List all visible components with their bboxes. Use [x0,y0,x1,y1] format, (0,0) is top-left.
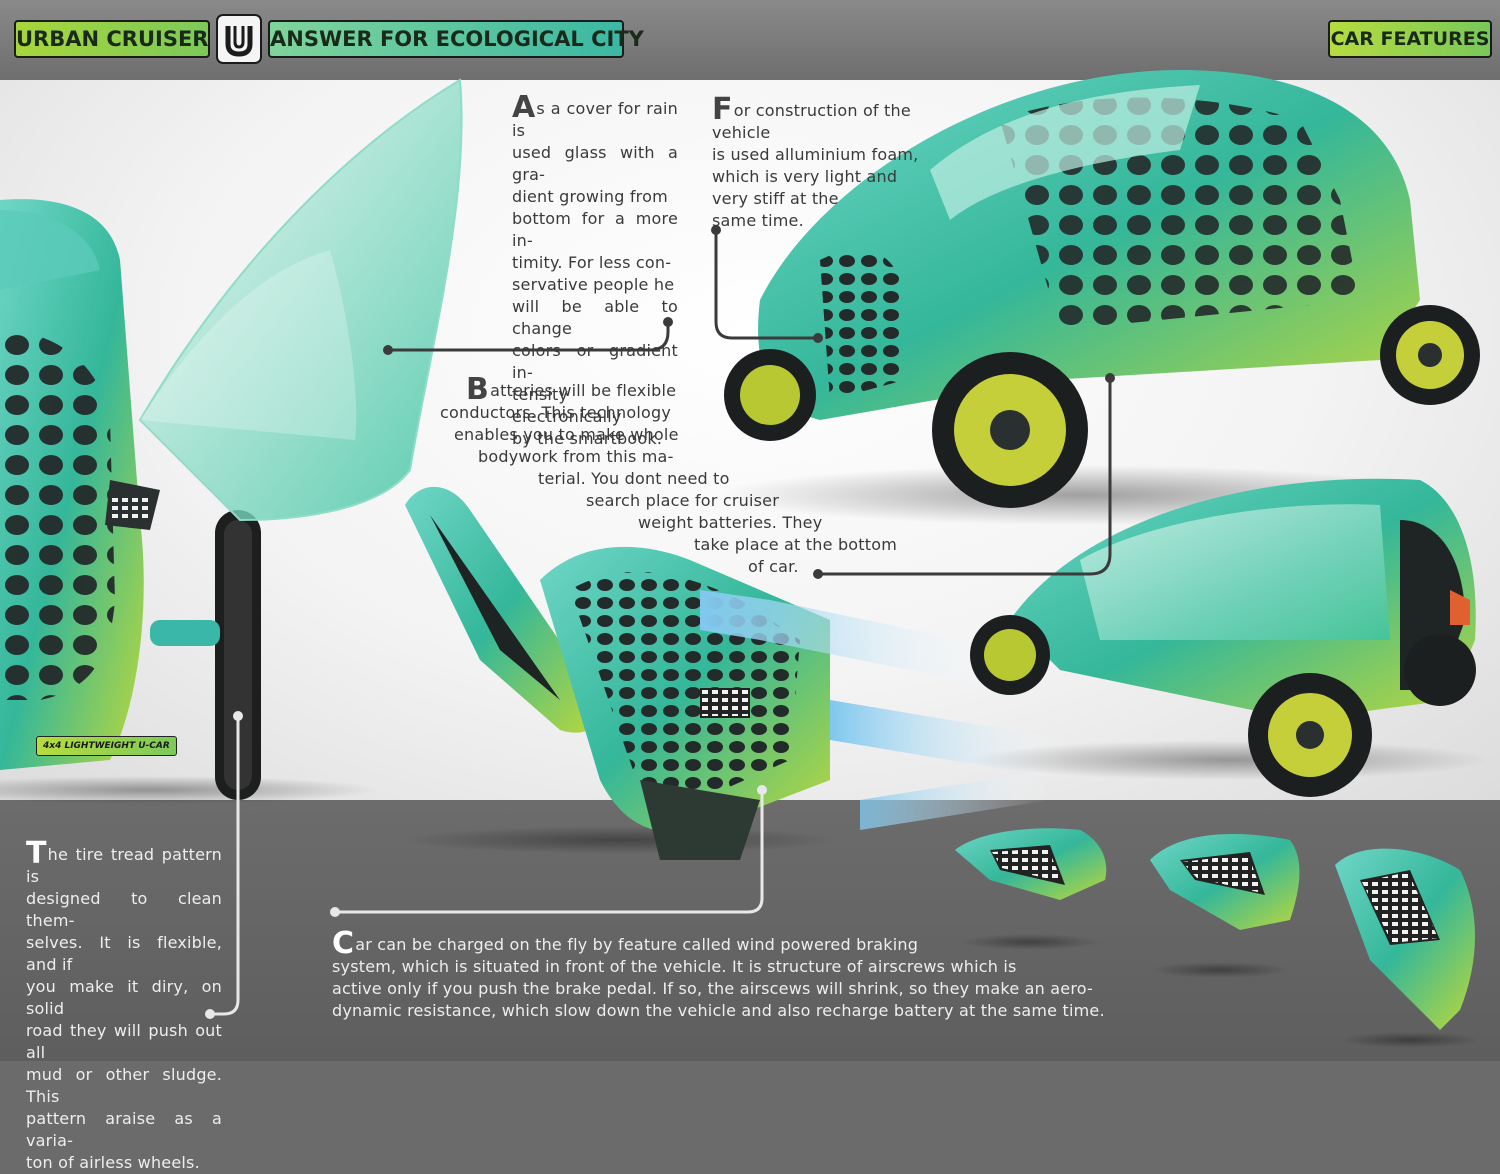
note-charging: Car can be charged on the fly by feature… [332,929,1105,1022]
note-line: ar can be charged on the fly by feature … [355,935,919,954]
note-line: of car. [748,557,799,576]
note-line: very stiff at the [712,189,839,208]
car-features-badge: CAR FEATURES [1328,20,1492,58]
note-tires: The tire tread pattern is designed to cl… [26,839,222,1174]
note-line: terial. You dont need to [538,469,730,488]
note-line: active only if you push the brake pedal.… [332,979,1094,998]
note-line: which is very light and [712,167,898,186]
subtitle-tag: ANSWER FOR ECOLOGICAL CITY [268,20,644,58]
note-line: bottom for a more in- [512,209,678,250]
note-glass: As a cover for rain is used glass with a… [512,93,678,450]
note-line: ton of airless wheels. [26,1153,200,1172]
note-line: tensity electronically [512,385,622,426]
vehicle-label: 4x4 LIGHTWEIGHT U-CAR [36,736,177,756]
note-line: conductors. This technology [440,403,671,422]
note-line: will be able to change [512,297,678,338]
drop-cap: F [712,92,733,127]
note-line: used glass with a gra- [512,143,678,184]
note-line: search place for cruiser [586,491,779,510]
drop-cap: B [466,372,490,407]
note-line: is used alluminium foam, [712,145,919,164]
note-line: enables you to make whole [454,425,679,444]
note-batteries: Batteries will be flexible conductors. T… [436,375,898,578]
note-line: by the smartbook. [512,429,663,448]
note-line: or construction of the vehicle [712,101,911,142]
note-aluminium: For construction of the vehicle is used … [712,95,956,232]
note-line: designed to clean them- [26,889,222,930]
note-line: weight batteries. They [638,513,823,532]
note-line: take place at the bottom [694,535,898,554]
note-line: dient growing from [512,187,668,206]
note-line: same time. [712,211,804,230]
drop-cap: T [26,836,47,871]
note-line: atteries will be flexible [490,381,677,400]
note-line: he tire tread pattern is [26,845,222,886]
note-line: bodywork from this ma- [478,447,674,466]
note-line: colors or gradient in- [512,341,678,382]
note-line: selves. It is flexible, and if [26,933,222,974]
note-line: you make it diry, on solid [26,977,222,1018]
note-line: s a cover for rain is [512,99,678,140]
u-loop-logo-icon [216,14,262,64]
drop-cap: C [332,926,355,961]
app-title-tag: URBAN CRUISER [14,20,210,58]
note-line: road they will push out all [26,1021,222,1062]
note-line: system, which is situated in front of th… [332,957,1017,976]
drop-cap: A [512,90,536,125]
note-line: pattern araise as a varia- [26,1109,222,1150]
note-line: servative people he [512,275,675,294]
note-line: mud or other sludge. This [26,1065,222,1106]
note-line: dynamic resistance, which slow down the … [332,1001,1105,1020]
note-line: timity. For less con- [512,253,672,272]
